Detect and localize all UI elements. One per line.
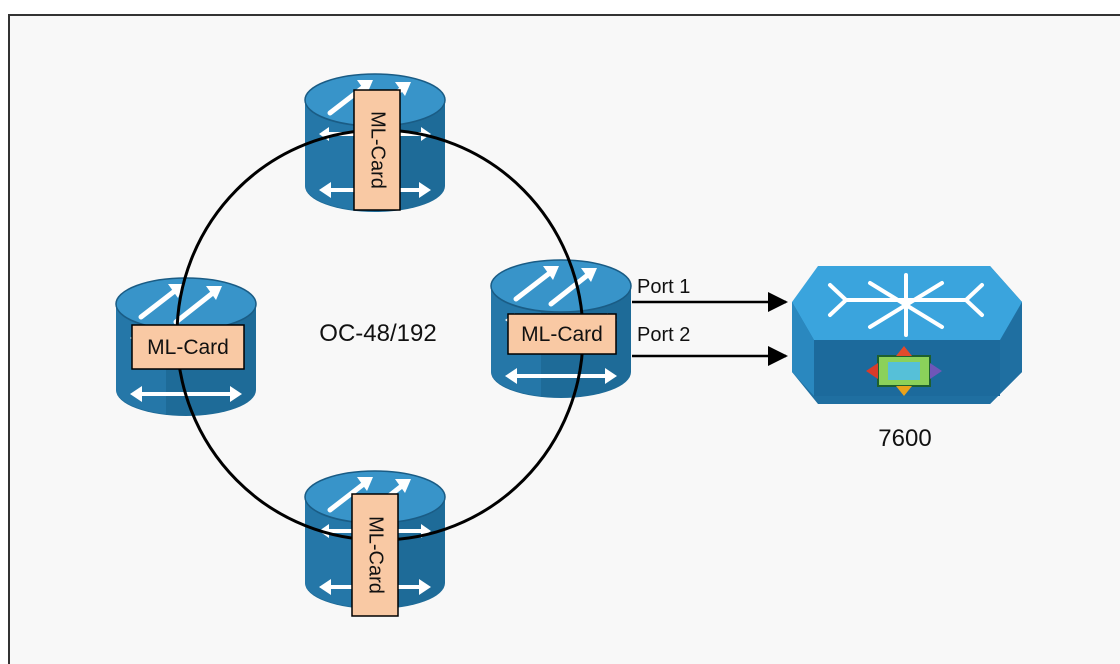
ml-card-bottom: ML-Card [351,493,399,617]
switch-7600-icon [792,266,1022,404]
ml-card-right-label: ML-Card [521,323,603,346]
ml-card-bottom-label: ML-Card [365,516,387,594]
ml-card-top-label: ML-Card [367,111,389,189]
switch-7600-label: 7600 [878,425,931,452]
port2-label: Port 2 [637,324,690,346]
ml-card-left: ML-Card [131,324,245,370]
port1-label: Port 1 [637,276,690,298]
ml-card-left-label: ML-Card [147,336,229,359]
ml-card-top: ML-Card [353,89,401,211]
ring-label: OC-48/192 [319,320,436,347]
ml-card-right: ML-Card [507,313,617,355]
